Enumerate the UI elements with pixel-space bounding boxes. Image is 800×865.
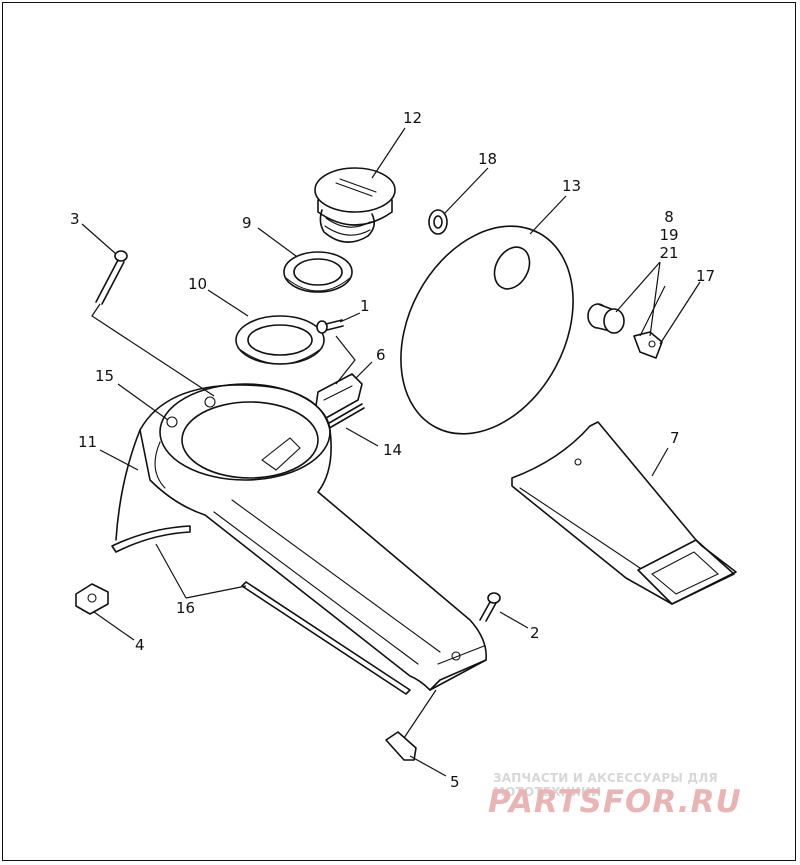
callout-19: 19	[659, 226, 679, 244]
leader-lines	[81, 127, 701, 777]
callout-6: 6	[376, 346, 386, 364]
callout-17: 17	[696, 267, 716, 285]
part-access-door	[400, 225, 574, 435]
callout-8: 8	[664, 208, 674, 226]
callout-12: 12	[403, 109, 423, 127]
part-filler-cap	[314, 167, 396, 243]
callout-18: 18	[478, 150, 498, 168]
callout-14: 14	[383, 441, 403, 459]
callout-3: 3	[70, 210, 80, 228]
part-key	[633, 331, 663, 359]
callout-13: 13	[562, 177, 582, 195]
callout-2: 2	[530, 624, 540, 642]
part-clip	[385, 731, 417, 761]
part-clip-nut	[75, 583, 109, 615]
part-pad	[511, 421, 737, 605]
callout-4: 4	[135, 636, 145, 654]
part-large-gasket	[235, 315, 325, 365]
callout-21: 21	[659, 244, 679, 262]
part-hinge-bracket	[315, 373, 365, 431]
watermark-logo: PARTSFOR.RU	[488, 784, 742, 820]
part-lock-cylinder	[587, 303, 625, 334]
part-small-gasket	[283, 251, 353, 293]
callout-16: 16	[176, 599, 196, 617]
callout-10: 10	[188, 275, 208, 293]
callout-5: 5	[450, 773, 460, 791]
callout-11: 11	[78, 433, 98, 451]
part-console-housing	[115, 383, 487, 691]
callout-9: 9	[242, 214, 252, 232]
callout-15: 15	[95, 367, 115, 385]
callout-1: 1	[360, 297, 370, 315]
watermark-tagline: ЗАПЧАСТИ И АКСЕССУАРЫ ДЛЯ МОТОТЕХНИКИ	[493, 771, 718, 799]
part-screw-2	[479, 592, 501, 622]
part-trim-strips	[111, 525, 411, 695]
callout-stack-8-19-21: 8 19 21	[655, 208, 683, 262]
part-screw-1	[316, 319, 344, 334]
part-long-screw	[95, 250, 128, 305]
part-grommet	[428, 209, 448, 235]
callout-7: 7	[670, 429, 680, 447]
